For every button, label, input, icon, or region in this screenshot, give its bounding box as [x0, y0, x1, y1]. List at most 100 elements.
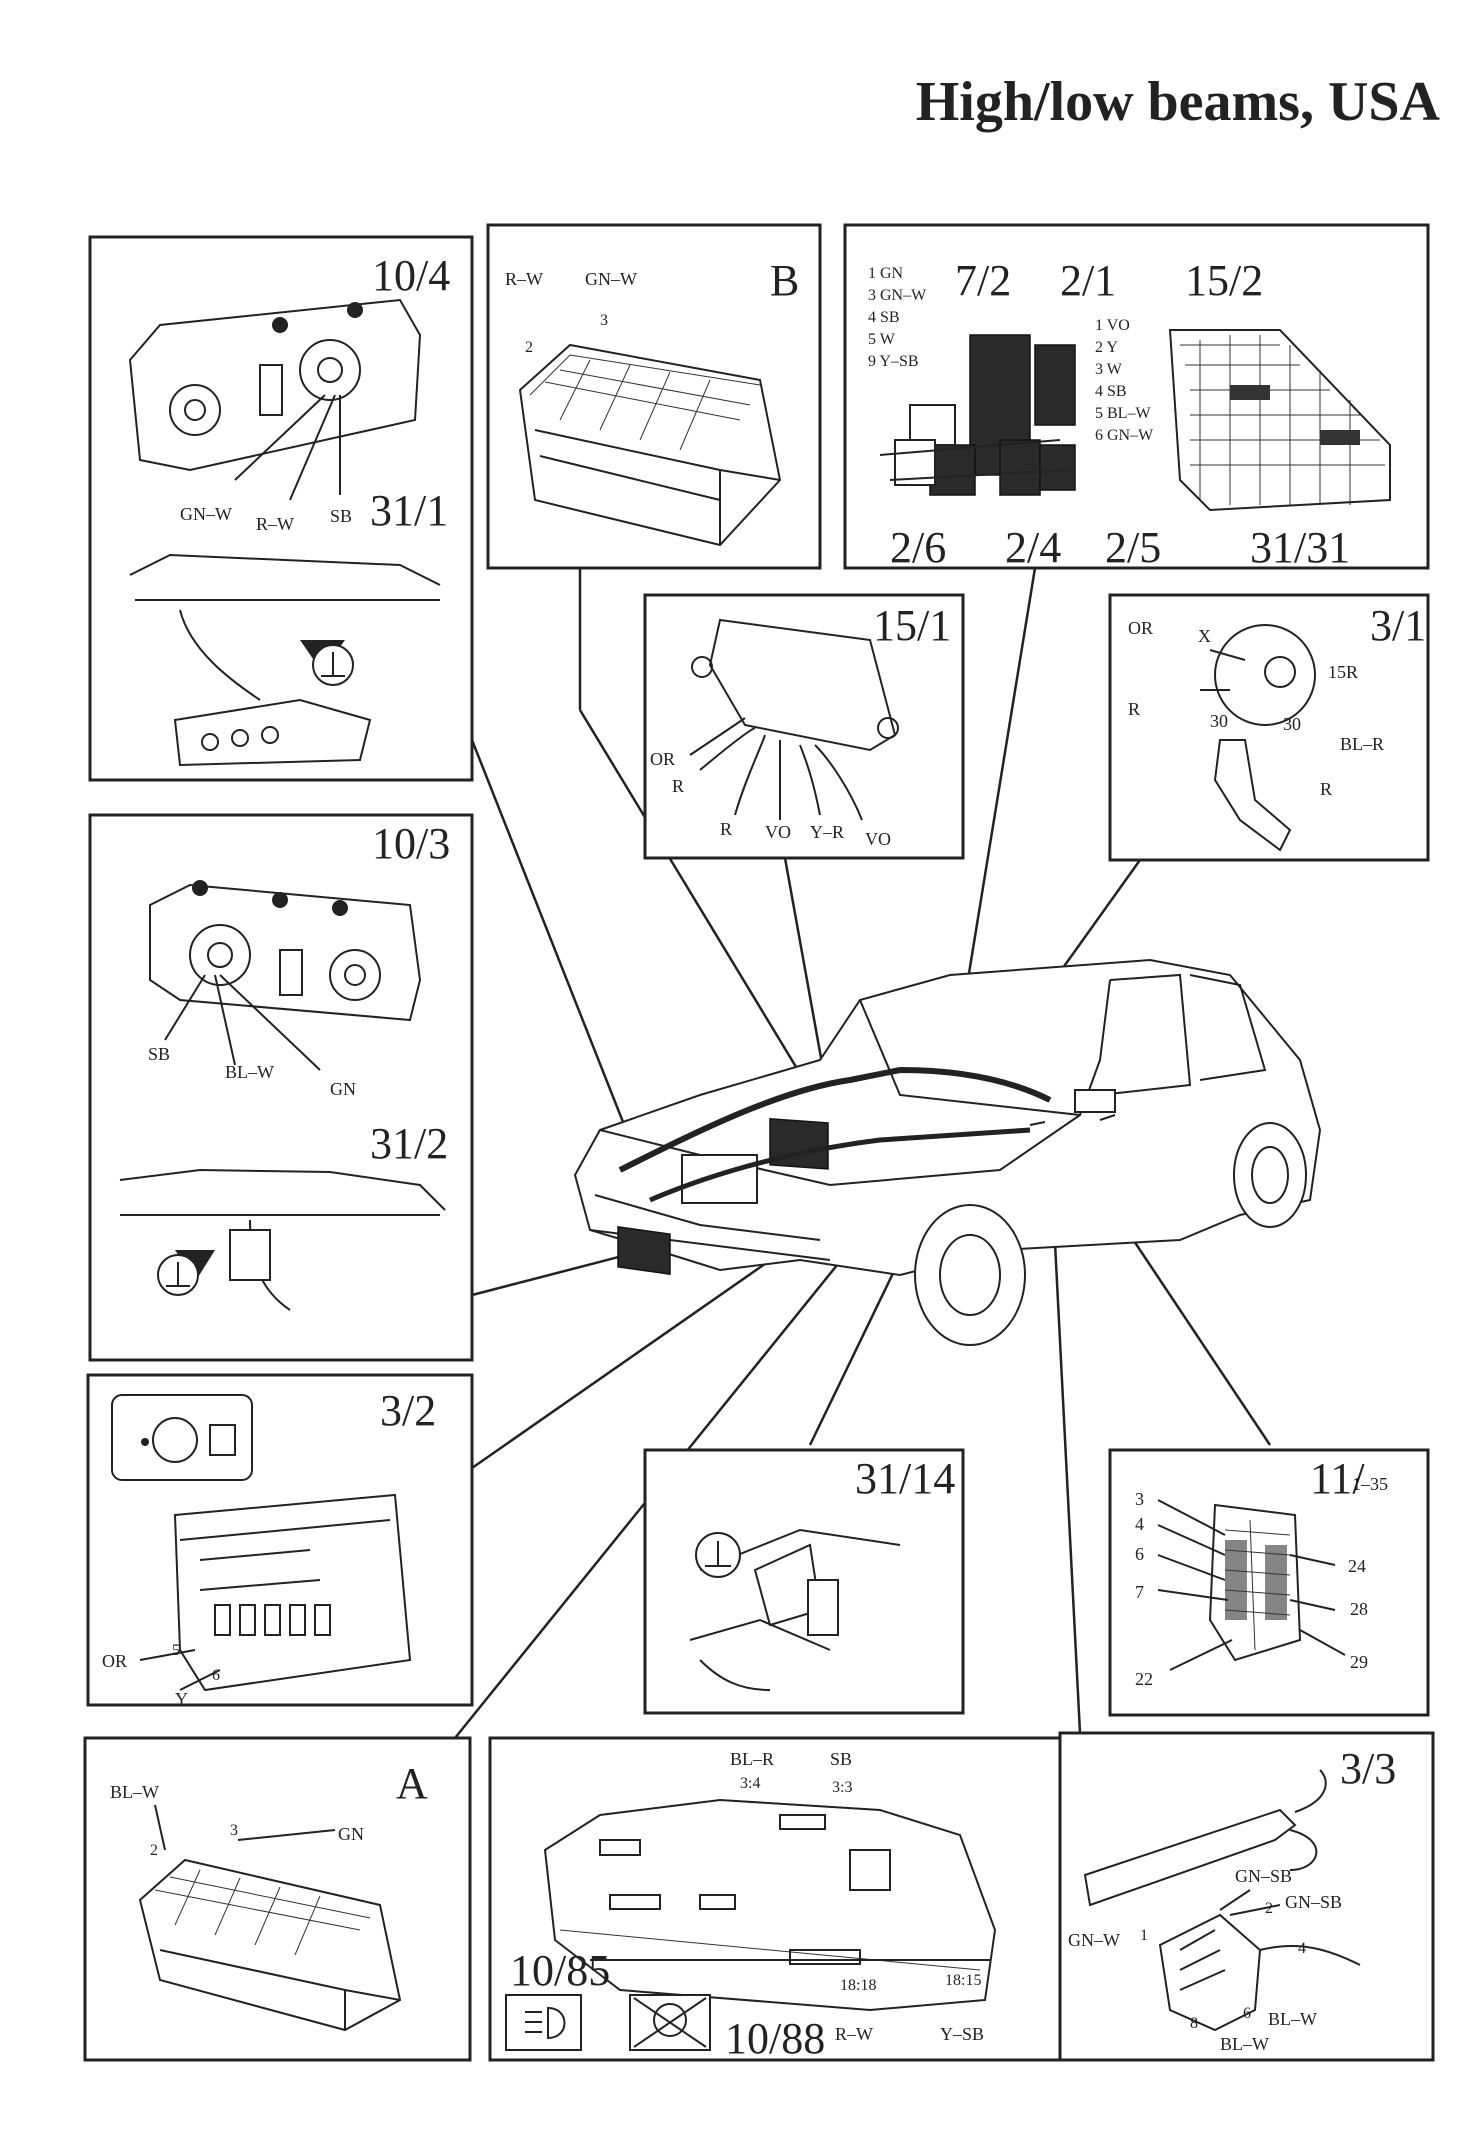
wire-bl-w: BL–W	[225, 1062, 274, 1082]
car-illustration	[573, 958, 1322, 1346]
pin-3: 3	[1135, 1489, 1144, 1509]
panel-11-label-sub: 1–35	[1352, 1474, 1388, 1494]
relay-left-list-4: 9 Y–SB	[868, 353, 919, 370]
panel-15-1: 15/1 OR R R VO Y–R VO	[643, 593, 965, 860]
panel-11: 11/ 1–35 3 4 6 7 24 28 29 22	[1108, 1448, 1430, 1717]
relay-left-list-2: 4 SB	[868, 309, 900, 326]
wire-gn-sb: GN–SB	[1235, 1866, 1292, 1886]
panel-instrument-cluster: BL–R SB 3:4 3:3 18:18 18:15 R–W Y–SB 10/…	[488, 1736, 1067, 2063]
wire-gn-w: GN–W	[585, 269, 637, 289]
wire-gn-w: GN–W	[1068, 1930, 1120, 1950]
pin-18-18: 18:18	[840, 1977, 876, 1994]
pin-6: 6	[212, 1667, 220, 1684]
pin-8: 8	[1190, 2015, 1198, 2032]
panel-b: B R–W GN–W 2 3	[486, 223, 822, 570]
panel-b-label: B	[770, 256, 799, 305]
pin-3: 3	[230, 1822, 238, 1839]
panel-10-4: 10/4 GN–W R–W SB 31/1	[88, 235, 474, 782]
panel-3-3: 3/3 GN–SB GN–SB 2 4 GN–W 1 6 BL–W 8 BL–W	[1058, 1731, 1435, 2062]
wire-gn-sb: GN–SB	[1285, 1892, 1342, 1912]
relay-right-list-2: 3 W	[1095, 361, 1123, 378]
page-title: High/low beams, USA	[915, 71, 1440, 133]
panel-3-2: 3/2 OR 5 Y 6	[86, 1373, 474, 1709]
wire-r: R	[1128, 699, 1140, 719]
pin-30: 30	[1210, 711, 1228, 731]
panel-31-14-label: 31/14	[855, 1454, 955, 1503]
wire-bl-w: BL–W	[1220, 2034, 1269, 2054]
wire-bl-r: BL–R	[730, 1749, 774, 1769]
pin-18-15: 18:15	[945, 1972, 981, 1989]
wire-r: R	[672, 776, 684, 796]
pin-29: 29	[1350, 1652, 1368, 1672]
wire-gn-w: GN–W	[180, 504, 232, 524]
wire-sb: SB	[148, 1044, 170, 1064]
panel-10-3-label: 10/3	[372, 819, 450, 868]
relay-right-list-4: 5 BL–W	[1095, 405, 1151, 422]
panel-10-4-label: 10/4	[372, 251, 450, 300]
relay-label-2-1: 2/1	[1060, 256, 1116, 305]
wire-r: R	[720, 819, 732, 839]
pin-3-3: 3:3	[832, 1779, 852, 1796]
wire-or: OR	[102, 1651, 127, 1671]
pin-4: 4	[1298, 1940, 1306, 1957]
pin-15r: 15R	[1328, 662, 1358, 682]
pin-3-4: 3:4	[740, 1775, 760, 1792]
headlight-icon	[505, 1994, 582, 2051]
pin-28: 28	[1350, 1599, 1368, 1619]
wire-or: OR	[650, 749, 675, 769]
panel-a: A BL–W GN 2 3	[83, 1736, 472, 2062]
wire-bl-w: BL–W	[1268, 2009, 1317, 2029]
wire-sb: SB	[830, 1749, 852, 1769]
panel-11-label: 11/	[1310, 1454, 1365, 1503]
pin-4: 4	[1135, 1514, 1144, 1534]
cluster-label-10-88: 10/88	[725, 2014, 825, 2063]
wire-r-w: R–W	[256, 514, 294, 534]
panel-31-14: 31/14	[643, 1448, 965, 1715]
relay-label-2-5: 2/5	[1105, 523, 1161, 572]
panel-31-2-label: 31/2	[370, 1119, 448, 1168]
relay-label-15-2: 15/2	[1185, 256, 1263, 305]
panel-relays: 1 GN 3 GN–W 4 SB 5 W 9 Y–SB 7/2 2/1 15/2…	[843, 223, 1430, 572]
relay-left-list-3: 5 W	[868, 331, 896, 348]
wire-bl-w: BL–W	[110, 1782, 159, 1802]
panel-10-3: 10/3 SB BL–W GN 31/2	[88, 813, 474, 1362]
wire-gn: GN	[330, 1079, 356, 1099]
pin-5: 5	[172, 1642, 180, 1659]
relay-label-31-31: 31/31	[1250, 523, 1350, 572]
pin-3: 3	[600, 312, 608, 329]
no-lamp-check-icon	[629, 1994, 711, 2051]
wire-y: Y	[175, 1689, 188, 1709]
wire-r: R	[1320, 779, 1332, 799]
wire-r-w: R–W	[835, 2024, 873, 2044]
relay-left-list-0: 1 GN	[868, 265, 904, 282]
pin-x: X	[1198, 626, 1211, 646]
pin-1: 1	[1140, 1927, 1148, 1944]
cluster-label-10-85: 10/85	[510, 1946, 610, 1995]
pin-7: 7	[1135, 1582, 1144, 1602]
wire-y-r: Y–R	[810, 822, 844, 842]
wire-sb: SB	[330, 506, 352, 526]
relay-label-2-4: 2/4	[1005, 523, 1061, 572]
relay-label-2-6: 2/6	[890, 523, 946, 572]
panel-3-1-label: 3/1	[1370, 601, 1426, 650]
relay-right-list-0: 1 VO	[1095, 317, 1130, 334]
panel-3-2-label: 3/2	[380, 1386, 436, 1435]
panel-3-3-label: 3/3	[1340, 1744, 1396, 1793]
wire-bl-r: BL–R	[1340, 734, 1384, 754]
panel-31-1-label: 31/1	[370, 486, 448, 535]
pin-2: 2	[150, 1842, 158, 1859]
pin-6: 6	[1243, 2005, 1251, 2022]
wire-vo: VO	[765, 822, 791, 842]
pin-2: 2	[525, 339, 533, 356]
relay-right-list-3: 4 SB	[1095, 383, 1127, 400]
pin-2: 2	[1265, 1900, 1273, 1917]
wire-or: OR	[1128, 618, 1153, 638]
panel-15-1-label: 15/1	[873, 601, 951, 650]
relay-right-list-5: 6 GN–W	[1095, 427, 1154, 444]
pin-6: 6	[1135, 1544, 1144, 1564]
wire-gn: GN	[338, 1824, 364, 1844]
wire-y-sb: Y–SB	[940, 2024, 984, 2044]
relay-label-7-2: 7/2	[955, 256, 1011, 305]
pin-22: 22	[1135, 1669, 1153, 1689]
panel-3-1: 3/1 OR X 15R R 30 30 BL–R R	[1108, 593, 1430, 862]
